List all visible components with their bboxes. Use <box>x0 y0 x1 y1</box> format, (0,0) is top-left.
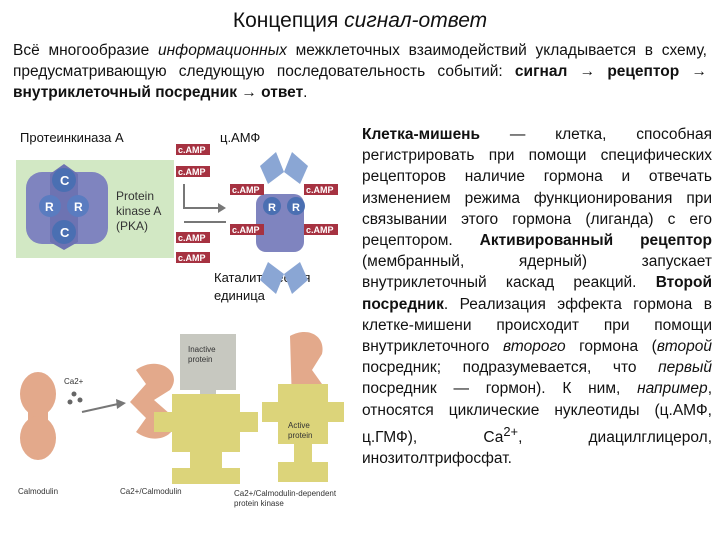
seq-receptor: рецептор <box>607 63 680 80</box>
seq-signal: сигнал <box>514 63 568 80</box>
pka-text-3: (PKA) <box>116 219 148 233</box>
camp-tag-2: c.AMP <box>178 167 206 177</box>
label-camp: ц.АМФ <box>220 130 261 145</box>
right-text-block: Клетка-мишень — клетка, способная регист… <box>362 126 712 468</box>
subunit-r-right: R <box>74 200 83 214</box>
inactive-protein: Inactive protein <box>180 334 236 408</box>
arrow-head-1 <box>218 203 226 213</box>
inactive-2: protein <box>188 355 212 364</box>
camp-bound-1: c.AMP <box>232 185 260 195</box>
active-2: protein <box>288 431 312 440</box>
intro-paragraph: Всё многообразие информационных межклето… <box>13 42 707 101</box>
page-title: Концепция сигнал-ответ <box>232 9 488 32</box>
term-activated-receptor: Активированный рецептор <box>479 232 712 250</box>
active-kinase <box>154 394 258 484</box>
figure-svg: C C R R Protein kinase A (PKA) c.AMP c.A… <box>16 144 358 530</box>
seq-response: ответ <box>261 84 304 101</box>
caption-dependent-2: protein kinase <box>234 499 284 508</box>
subunit-r-left: R <box>45 200 54 214</box>
label-pka: Протеинкиназа А <box>20 130 124 145</box>
active-protein-complex: Active protein <box>262 332 344 482</box>
term-second-messenger: Второй посредник <box>362 274 712 313</box>
camp-tag-1: c.AMP <box>178 145 206 155</box>
caption-ca-calmodulin: Ca2+/Calmodulin <box>120 487 182 496</box>
label-catalytic-2: единица <box>214 288 265 303</box>
camp-bound-4: c.AMP <box>306 225 334 235</box>
subunit-c-top: C <box>60 173 70 188</box>
pka-complex: C C R R <box>26 164 108 250</box>
calmodulin-free <box>20 372 56 460</box>
subunit-c-bottom: C <box>60 225 70 240</box>
camp-tag-4: c.AMP <box>178 253 206 263</box>
active-1: Active <box>288 421 310 430</box>
camp-bound-2: c.AMP <box>306 185 334 195</box>
signal-figure: Протеинкиназа А ц.АМФ Каталитическая еди… <box>8 122 360 532</box>
inactive-1: Inactive <box>188 345 216 354</box>
camp-tag-3: c.AMP <box>178 233 206 243</box>
pka-text-2: kinase A <box>116 204 161 218</box>
dissociated-subunits: R R c.AMP c.AMP c.AMP c.AMP <box>230 152 338 294</box>
arrow-to-dissociated <box>183 184 218 209</box>
camp-tags: c.AMP c.AMP c.AMP c.AMP <box>176 144 210 263</box>
ca-label: Ca2+ <box>64 377 84 386</box>
dissociated-r-right: R <box>292 202 300 214</box>
dissociated-r-left: R <box>268 202 276 214</box>
caption-calmodulin: Calmodulin <box>18 487 58 496</box>
term-target-cell: Клетка-мишень <box>362 126 481 143</box>
camp-bound-3: c.AMP <box>232 225 260 235</box>
seq-mediator: внутриклеточный посредник <box>13 84 238 101</box>
caption-dependent-1: Ca2+/Calmodulin-dependent <box>234 489 337 498</box>
pka-text-1: Protein <box>116 189 154 203</box>
